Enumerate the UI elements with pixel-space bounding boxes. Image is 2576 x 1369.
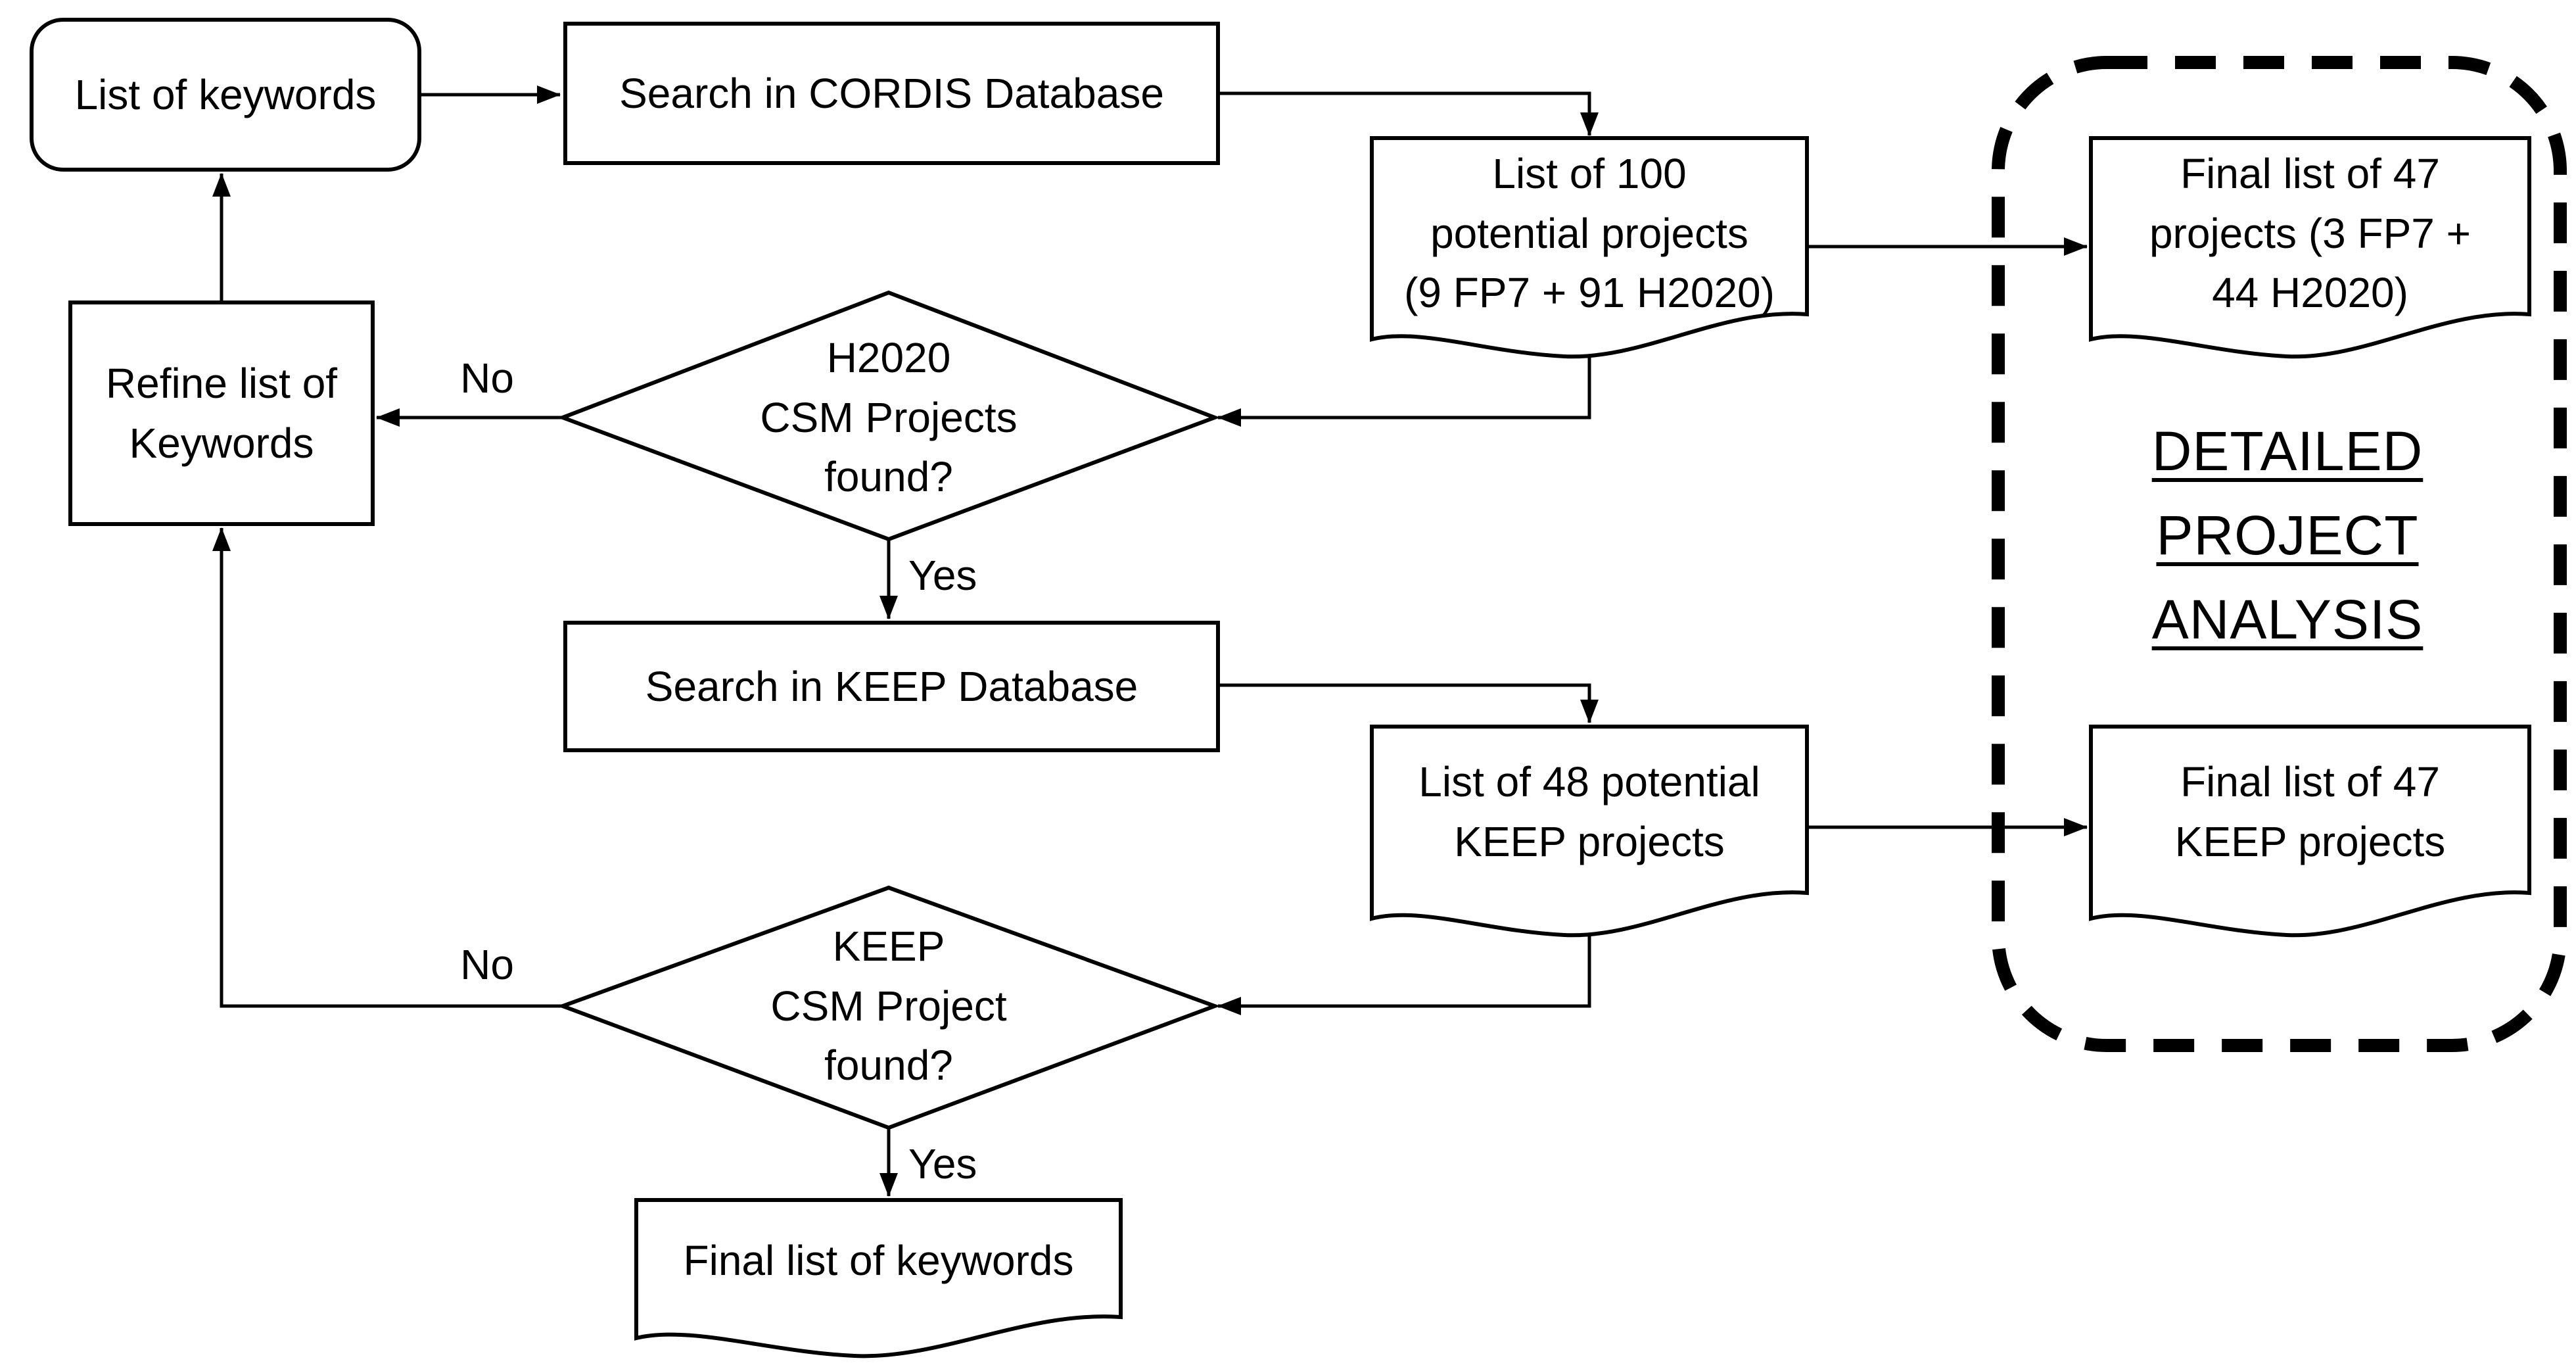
keep-yes-label: Yes: [908, 1140, 977, 1188]
edge-keep-to-results: [1218, 683, 1599, 723]
cordis-results-doc-shape: [1370, 136, 1809, 359]
search-keep-label: Search in KEEP Database: [645, 662, 1138, 710]
final-keywords-label: Final list of keywords: [683, 1237, 1074, 1285]
detailed-analysis-title: DETAILED PROJECT ANALYSIS: [2071, 395, 2504, 677]
detailed-analysis-line-3: ANALYSIS: [2151, 588, 2424, 650]
edge-keep-no-to-refine: [212, 527, 562, 1008]
edge-results-to-h2020-decision: [1217, 350, 1591, 427]
h2020-no-label: No: [460, 354, 514, 402]
final-cordis-label: Final list of 47 projects (3 FP7 + 44 H2…: [2149, 149, 2471, 317]
cordis-results-label: List of 100 potential projects (9 FP7 + …: [1404, 149, 1775, 317]
final-keep-doc-shape: [2089, 725, 2531, 938]
h2020-decision-diamond: [557, 290, 1221, 542]
search-cordis-shape: [563, 22, 1220, 165]
edge-keepresults-to-keep-decision: [1217, 921, 1591, 1015]
keep-no-label: No: [460, 941, 514, 988]
h2020-decision-label: H2020 CSM Projects found?: [760, 333, 1018, 501]
final-keep-label: Final list of 47 KEEP projects: [2174, 758, 2446, 865]
search-cordis-label: Search in CORDIS Database: [619, 69, 1164, 117]
detailed-analysis-line-2: PROJECT: [2156, 504, 2419, 567]
keep-decision-label: KEEP CSM Project found?: [770, 922, 1007, 1090]
final-cordis-doc-shape: [2089, 136, 2531, 359]
start-node-label: List of keywords: [74, 70, 377, 118]
refine-keywords-shape: [68, 300, 375, 526]
keep-results-label: List of 48 potential KEEP projects: [1418, 758, 1760, 865]
keep-results-doc-shape: [1370, 725, 1809, 938]
start-node-shape: [30, 18, 421, 172]
h2020-yes-label: Yes: [908, 552, 977, 599]
final-keywords-doc-shape: [634, 1198, 1123, 1358]
search-keep-shape: [563, 621, 1220, 752]
detailed-analysis-frame: [1992, 56, 2567, 1052]
detailed-analysis-line-1: DETAILED: [2151, 420, 2424, 483]
keep-decision-diamond: [557, 885, 1221, 1130]
edge-cordis-to-results: [1218, 91, 1599, 136]
refine-keywords-label: Refine list of Keywords: [105, 359, 338, 467]
